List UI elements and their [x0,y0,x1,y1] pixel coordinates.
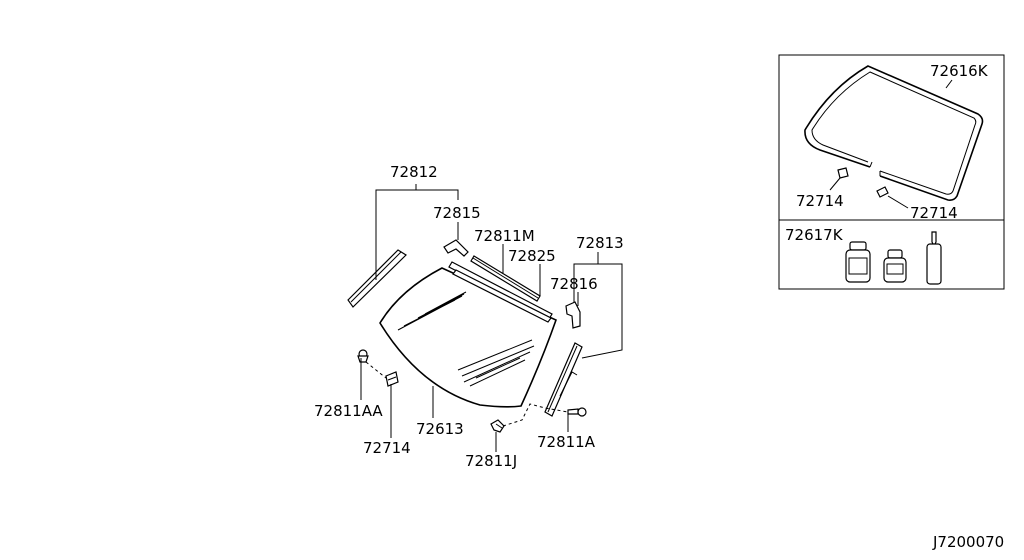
clip-72714 [385,371,399,387]
inset-clip-right [876,186,889,198]
upper-seal-72825 [448,261,553,323]
clip-72811J [490,419,505,433]
label-72811M: 72811M [474,227,535,245]
right-pillar-molding [544,342,583,417]
leader-lines [360,184,623,452]
label-72816: 72816 [550,275,598,293]
label-72825: 72825 [508,247,556,265]
left-pillar-molding [347,249,407,308]
label-72617K: 72617K [785,226,844,244]
corner-piece-72816 [565,301,581,329]
label-72613: 72613 [416,420,464,438]
inset-box [778,54,1005,290]
windshield-seal-72616K [804,65,984,201]
upper-molding-72811M [470,255,541,302]
label-72811J: 72811J [465,452,517,470]
label-72714: 72714 [363,439,411,457]
inset-leader-lines [829,79,953,209]
sealant-tube [926,231,942,285]
label-72813: 72813 [576,234,624,252]
windshield-glass [379,267,557,408]
label-72815: 72815 [433,204,481,222]
assembly-line-left [365,361,387,379]
diagram-code: J7200070 [932,533,1004,551]
clip-72811A [567,407,587,417]
label-72812: 72812 [390,163,438,181]
inset-clip-left [837,167,849,179]
label-inset-72714-right: 72714 [910,204,958,222]
primer-jar-small [883,249,907,283]
label-inset-72714-left: 72714 [796,192,844,210]
primer-jar-large [845,241,871,283]
label-72811AA: 72811AA [314,402,383,420]
corner-piece-72815 [443,239,469,257]
assembly-line-bottom [502,403,569,427]
label-72811A: 72811A [537,433,596,451]
clip-72811AA [357,349,369,363]
label-72616K: 72616K [930,62,989,80]
